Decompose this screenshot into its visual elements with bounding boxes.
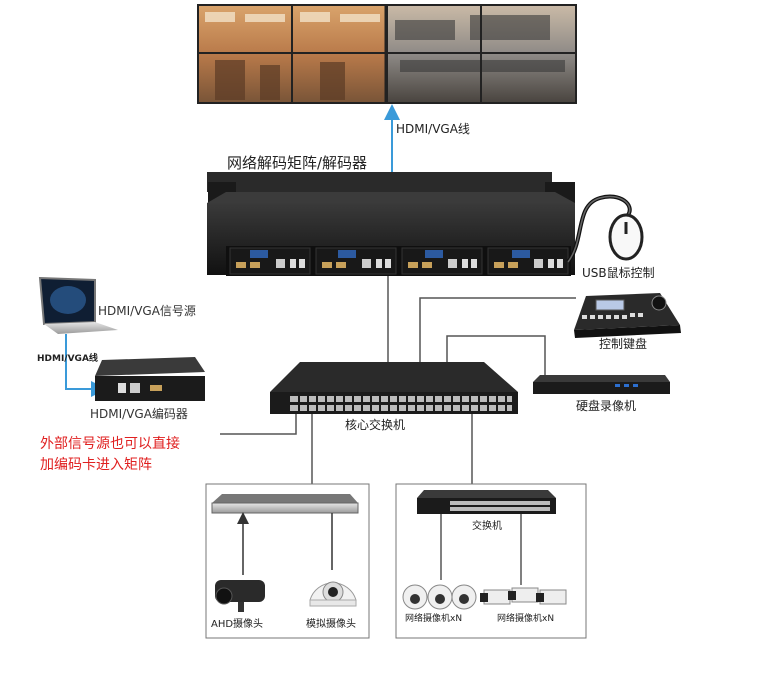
analog-camera-label: 模拟摄像头 [306,619,356,630]
encoder-device [95,357,205,401]
dvr-device [211,494,359,514]
encoder-label: HDMI/VGA编码器 [90,407,188,421]
laptop-cable-label: HDMI/VGA线 [37,354,98,364]
nvr-label: 硬盘录像机 [576,399,637,413]
ahd-camera-label: AHD摄像头 [211,619,264,630]
hdmi-arrow-to-encoder [65,334,107,397]
laptop [38,276,118,334]
ip-camera-box-label: 网络摄像机xN [497,614,555,624]
core-switch [270,362,518,414]
box-camera-icons [480,587,567,605]
network-lines [220,276,576,484]
laptop-label: HDMI/VGA信号源 [98,304,196,318]
dome-camera-icons [402,584,477,610]
decoder-cards [229,247,569,275]
usb-mouse [566,194,644,264]
video-wall-cable-label: HDMI/VGA线 [396,122,470,136]
access-switch [417,490,556,514]
external-note-line1: 外部信号源也可以直接 [40,436,180,452]
external-note-line2: 加编码卡进入矩阵 [40,457,152,473]
ip-camera-lines [440,514,522,585]
decoder-device [207,172,575,276]
decoder-title: 网络解码矩阵/解码器 [227,154,368,172]
core-switch-label: 核心交换机 [345,418,406,432]
ahd-camera-icon [215,580,265,612]
usb-mouse-label: USB鼠标控制 [582,266,655,280]
control-keyboard [574,293,681,338]
ip-camera-dome-label: 网络摄像机xN [405,614,463,624]
video-wall [197,4,577,104]
switch-label: 交换机 [472,521,502,532]
nvr-device [533,375,670,394]
keyboard-label: 控制键盘 [599,337,648,351]
analog-camera-icon [309,581,357,607]
